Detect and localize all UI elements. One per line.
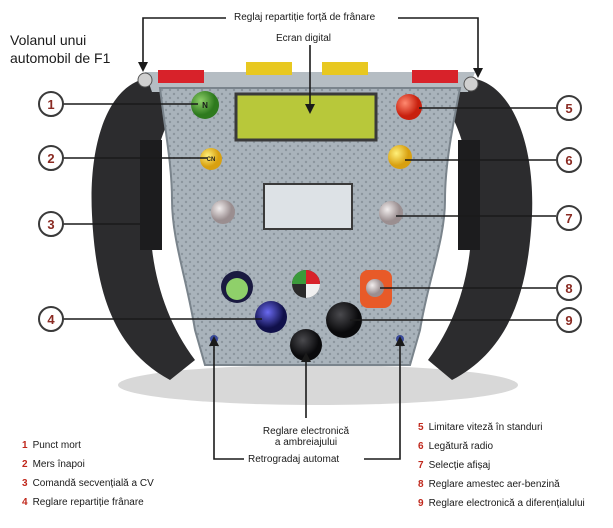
marker-6-label: 6 — [565, 153, 572, 168]
legend-text: Reglare repartiție frânare — [32, 497, 144, 508]
clutch-dial-bottom[interactable] — [290, 329, 322, 361]
brake-balance-dial[interactable] — [255, 301, 287, 333]
shift-light-red-left — [158, 70, 204, 83]
marker-3-label: 3 — [47, 217, 54, 232]
center-rotary-green — [292, 270, 306, 284]
legend-text: Reglare electronică a diferențialului — [428, 498, 585, 509]
legend-text: Mers înapoi — [32, 459, 85, 470]
marker-8-label: 8 — [565, 281, 572, 296]
left-paddle — [140, 140, 162, 250]
center-rotary-white — [306, 284, 320, 298]
legend-item-4: 4 Reglare repartiție frânare — [22, 497, 144, 509]
legend-text: Limitare viteză în standuri — [428, 422, 543, 433]
legend-text: Punct mort — [32, 440, 81, 451]
radio-button[interactable] — [388, 145, 412, 169]
paddle-knob-right — [463, 76, 479, 92]
center-rotary-red — [306, 270, 320, 284]
marker-8 — [556, 275, 582, 301]
neutral-button[interactable] — [191, 91, 219, 119]
marker-7 — [556, 205, 582, 231]
legend-item-7: 7 Selecție afișaj — [418, 460, 490, 472]
legend-item-1: 1 Punct mort — [22, 440, 81, 452]
legend-item-8: 8 Reglare amestec aer-benzină — [418, 479, 560, 491]
clutch-dial-left-cap — [226, 278, 248, 300]
legend-text: Selecție afișaj — [428, 460, 491, 471]
digital-screen — [234, 92, 378, 142]
marker-4-label: 4 — [47, 312, 55, 327]
right-paddle — [458, 140, 480, 250]
legend-number: 7 — [418, 460, 424, 471]
legend-number: 4 — [22, 497, 28, 508]
legend-number: 5 — [418, 422, 424, 433]
marker-7-label: 7 — [565, 211, 572, 226]
legend-number: 6 — [418, 441, 424, 452]
title-line-2: automobil de F1 — [10, 50, 111, 66]
legend-item-3: 3 Comandă secvențială a CV — [22, 478, 154, 490]
marker-3 — [38, 211, 64, 237]
auto-downshift-caption: Retrogradaj automat — [248, 454, 340, 465]
differential-dial[interactable] — [326, 302, 362, 338]
legend-item-2: 2 Mers înapoi — [22, 459, 85, 471]
legend-text: Legătură radio — [428, 441, 494, 452]
neutral-button-label: N — [202, 101, 208, 110]
marker-9 — [556, 307, 582, 333]
display-select-button[interactable] — [379, 201, 403, 225]
clutch-caption-line-1: Reglare electronică — [262, 426, 350, 437]
legend-number: 3 — [22, 478, 28, 489]
pit-limiter-button[interactable] — [396, 94, 422, 120]
shift-light-yellow-left — [246, 62, 292, 75]
marker-6 — [556, 147, 582, 173]
clutch-caption-line-2: a ambreiajului — [274, 437, 338, 448]
legend-number: 2 — [22, 459, 28, 470]
clutch-caption: Reglare electronică a ambreiajului — [246, 426, 366, 448]
right-grip — [428, 78, 533, 380]
reverse-button[interactable] — [200, 148, 222, 170]
legend-item-6: 6 Legătură radio — [418, 441, 493, 453]
marker-9-label: 9 — [565, 313, 572, 328]
marker-1-label: 1 — [47, 97, 54, 112]
legend-item-9: 9 Reglare electronică a diferențialului — [418, 498, 585, 510]
reverse-button-label: CN — [207, 157, 216, 163]
secondary-display — [263, 183, 353, 230]
legend-item-5: 5 Limitare viteză în standuri — [418, 422, 543, 434]
marker-2 — [38, 145, 64, 171]
marker-4 — [38, 306, 64, 332]
brake-balance-caption: Reglaj repartiție forță de frânare — [234, 12, 376, 23]
mixture-switch[interactable] — [366, 279, 384, 297]
marker-1 — [38, 91, 64, 117]
shift-light-red-right — [412, 70, 458, 83]
marker-5 — [556, 95, 582, 121]
shadow — [118, 365, 518, 405]
legend-text: Comandă secvențială a CV — [32, 478, 154, 489]
sequential-shift-button[interactable] — [211, 200, 235, 224]
digital-screen-caption: Ecran digital — [276, 33, 332, 44]
legend-number: 8 — [418, 479, 424, 490]
paddle-knob-left — [137, 72, 153, 88]
marker-5-label: 5 — [565, 101, 572, 116]
legend-number: 1 — [22, 440, 28, 451]
arrowheads — [138, 62, 483, 362]
marker-2-label: 2 — [47, 151, 54, 166]
callout-lines — [63, 17, 556, 460]
number-markers — [38, 91, 582, 333]
legend-number: 9 — [418, 498, 424, 509]
shift-light-yellow-right — [322, 62, 368, 75]
legend-text: Reglare amestec aer-benzină — [428, 479, 560, 490]
title-line-1: Volanul unui — [10, 32, 87, 48]
